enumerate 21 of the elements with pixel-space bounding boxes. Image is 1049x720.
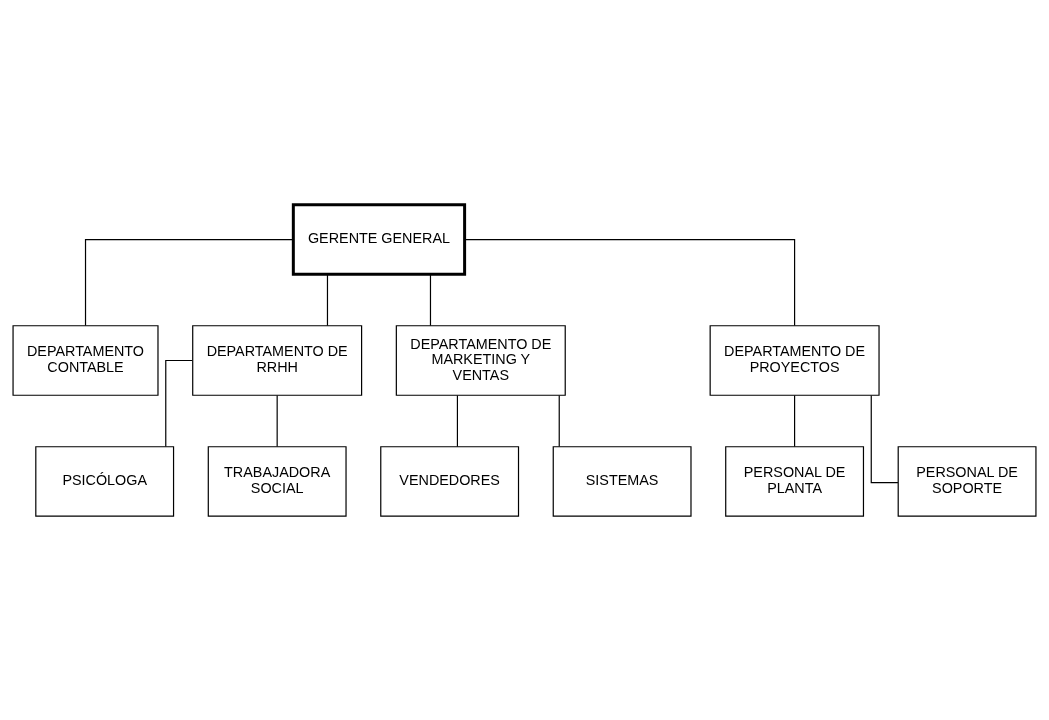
- connector: [870, 394, 899, 483]
- connector: [326, 273, 329, 326]
- node-box: PERSONAL DE SOPORTE: [897, 445, 1037, 517]
- node-box: DEPARTAMENTO CONTABLE: [12, 324, 159, 396]
- node-box: VENDEDORES: [380, 445, 520, 517]
- connector: [165, 359, 193, 447]
- connector: [558, 394, 560, 447]
- connector: [84, 238, 294, 326]
- node-box: SISTEMAS: [552, 445, 692, 517]
- node-box: PERSONAL DE PLANTA: [725, 445, 865, 517]
- node-box: DEPARTAMENTO DE MARKETING Y VENTAS: [395, 324, 566, 396]
- node-box: GERENTE GENERAL: [291, 202, 467, 276]
- connector: [456, 394, 459, 447]
- connector: [429, 273, 432, 326]
- node-box: TRABAJADORA SOCIAL: [207, 445, 347, 517]
- node-box: PSICÓLOGA: [35, 445, 175, 517]
- node-box: DEPARTAMENTO DE PROYECTOS: [709, 324, 880, 396]
- connector: [794, 394, 796, 447]
- connector: [276, 394, 278, 447]
- node-box: DEPARTAMENTO DE RRHH: [192, 324, 363, 396]
- connector: [464, 238, 796, 326]
